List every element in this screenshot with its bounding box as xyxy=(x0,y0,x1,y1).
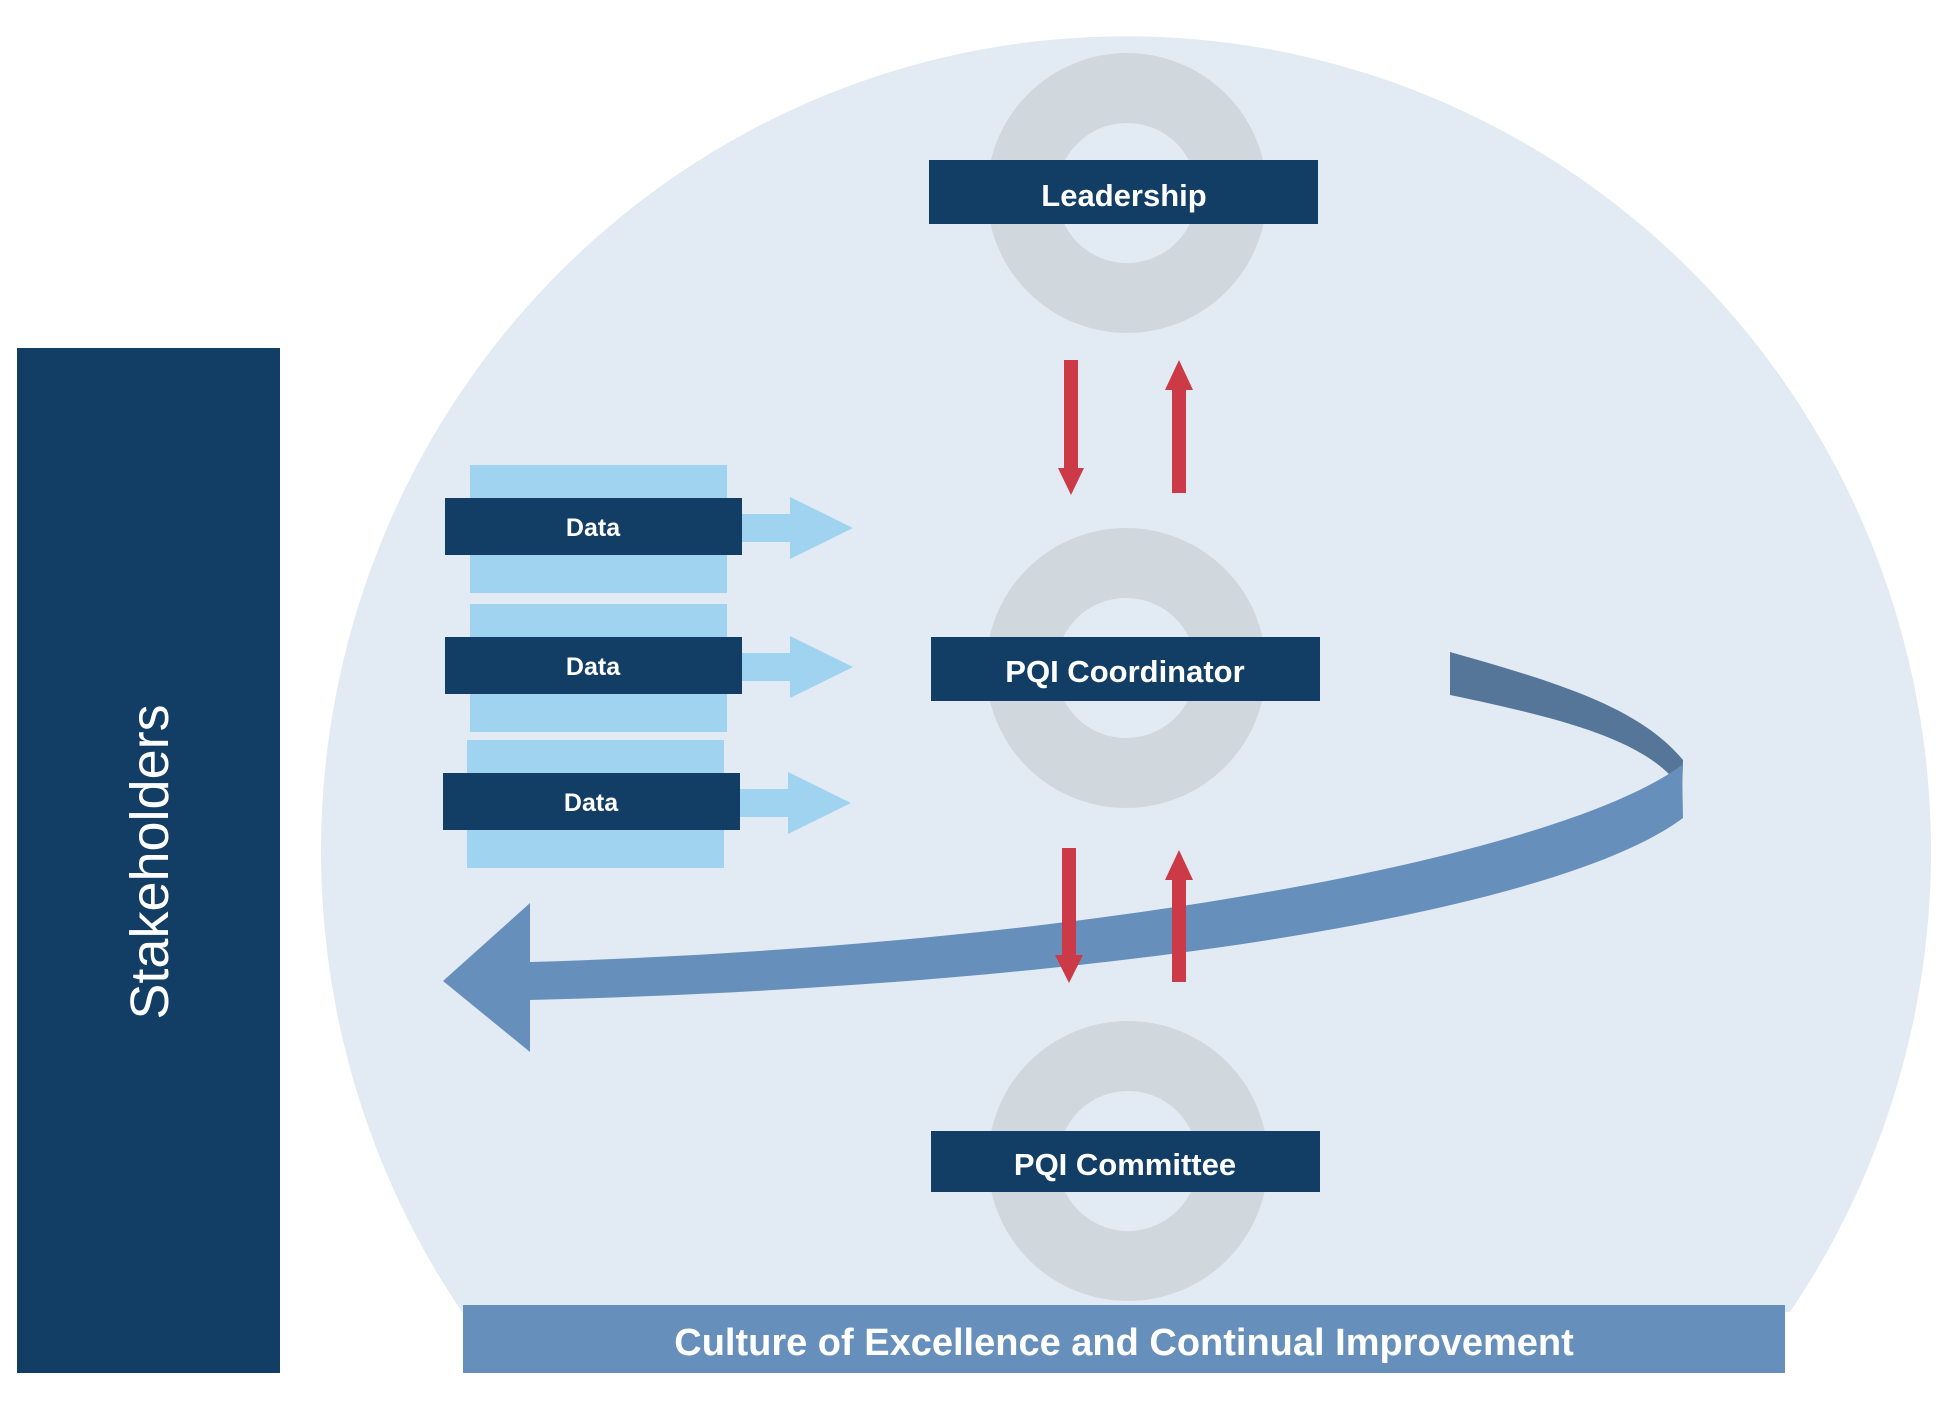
data-arrows xyxy=(740,497,853,834)
feedback-loop-arrow xyxy=(443,652,1683,1052)
stakeholders-label: Stakeholders xyxy=(120,704,180,1019)
up-arrow-leadership xyxy=(1165,360,1193,493)
data-label-1: Data xyxy=(566,514,621,542)
red-arrows xyxy=(1055,360,1193,983)
data-label-2: Data xyxy=(566,653,621,681)
coordinator-label: PQI Coordinator xyxy=(1005,654,1244,689)
data-input-1: Data xyxy=(445,498,742,555)
committee-label: PQI Committee xyxy=(1014,1147,1236,1182)
down-arrow-leadership xyxy=(1058,360,1084,495)
foundation-label: Culture of Excellence and Continual Impr… xyxy=(674,1322,1574,1364)
leadership-label: Leadership xyxy=(1041,178,1206,213)
up-arrow-committee xyxy=(1165,850,1193,982)
data-arrow-1 xyxy=(742,497,853,559)
data-arrow-2 xyxy=(742,636,853,698)
foundation-bar: Culture of Excellence and Continual Impr… xyxy=(463,1305,1785,1373)
leadership-box: Leadership xyxy=(929,160,1318,224)
data-input-3: Data xyxy=(443,773,740,830)
data-input-2: Data xyxy=(445,637,742,694)
data-arrow-3 xyxy=(740,772,851,834)
coordinator-box: PQI Coordinator xyxy=(931,637,1320,701)
committee-box: PQI Committee xyxy=(931,1131,1320,1192)
stakeholders-bar: Stakeholders xyxy=(17,348,280,1373)
down-arrow-committee xyxy=(1055,848,1083,983)
data-label-3: Data xyxy=(564,789,619,817)
